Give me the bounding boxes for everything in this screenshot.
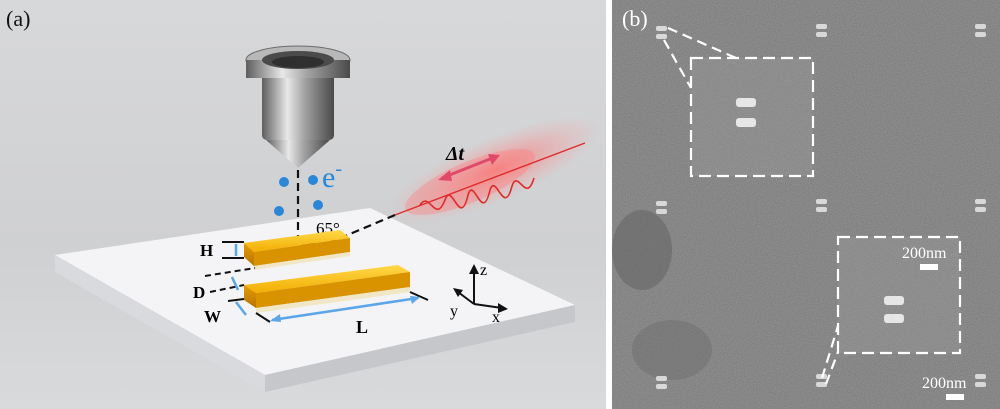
dimer	[816, 199, 827, 212]
dimension-L	[255, 291, 429, 323]
dimer	[975, 24, 986, 37]
dim-W-label: W	[204, 307, 221, 326]
dimension-W	[227, 298, 247, 316]
dimer	[656, 376, 667, 389]
scalebar-2-label: 200nm	[922, 375, 967, 392]
axis-z-label: z	[480, 262, 487, 279]
dimer	[816, 24, 827, 37]
dimer	[975, 374, 986, 387]
gold-bar-short	[244, 230, 350, 270]
panel-a-schematic: (a)	[0, 0, 606, 409]
sem-micrograph: 200nm 200nm	[612, 0, 1000, 409]
axis-y-label: y	[450, 303, 458, 320]
dimer	[656, 26, 667, 39]
dim-D-label: D	[193, 283, 205, 302]
dimension-D	[204, 267, 256, 293]
scalebar-1	[920, 264, 938, 270]
inset-1	[689, 56, 815, 178]
scalebar-2	[946, 394, 964, 400]
axis-x-label: x	[492, 309, 500, 326]
panel-b-label: (b)	[622, 6, 648, 31]
electron-gun	[245, 45, 351, 168]
inset-2	[836, 235, 962, 355]
dimer-array	[656, 24, 986, 389]
panel-a-label: (a)	[6, 6, 31, 31]
scalebar-1-label: 200nm	[902, 245, 947, 262]
laser-beam	[299, 116, 602, 257]
coordinate-axes	[453, 264, 508, 313]
panel-b-sem-image: 200nm 200nm (b)	[612, 0, 1000, 409]
inset-2-zoom-lines	[820, 325, 840, 385]
delay-arrow	[438, 154, 500, 181]
dim-L-label: L	[356, 317, 368, 337]
schematic-drawing: Δt e- 65°	[55, 45, 602, 392]
dimension-H	[222, 241, 244, 259]
dimer	[975, 199, 986, 212]
dim-H-label: H	[200, 241, 213, 260]
inset-1-zoom-lines	[663, 26, 737, 89]
dimer	[656, 201, 667, 214]
gold-bar-long	[244, 265, 410, 313]
electron-label: e-	[322, 158, 342, 194]
delay-label: Δt	[445, 143, 466, 165]
electrons	[274, 175, 323, 216]
